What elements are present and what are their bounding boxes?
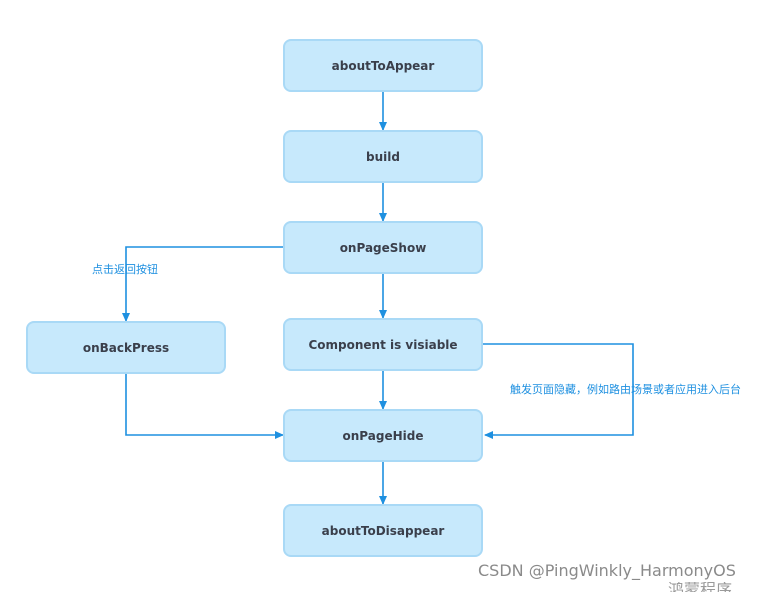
edge-label-page-hidden: 触发页面隐藏，例如路由场景或者应用进入后台 — [510, 383, 741, 396]
node-about-to-disappear: aboutToDisappear — [283, 504, 483, 557]
watermark-partial: 鸿蒙程序... — [668, 582, 748, 592]
node-about-to-appear: aboutToAppear — [283, 39, 483, 92]
node-component-visible: Component is visiable — [283, 318, 483, 371]
node-on-page-show: onPageShow — [283, 221, 483, 274]
edge-label-back-click: 点击返回按钮 — [92, 263, 158, 276]
edge-visible-to-hide-loop — [483, 343, 634, 439]
node-on-back-press: onBackPress — [26, 321, 226, 374]
edge-backpress-to-hide — [125, 374, 284, 439]
edge-show-to-backpress — [122, 246, 283, 322]
node-on-page-hide: onPageHide — [283, 409, 483, 462]
watermark: CSDN @PingWinkly_HarmonyOS — [478, 561, 736, 580]
node-build: build — [283, 130, 483, 183]
